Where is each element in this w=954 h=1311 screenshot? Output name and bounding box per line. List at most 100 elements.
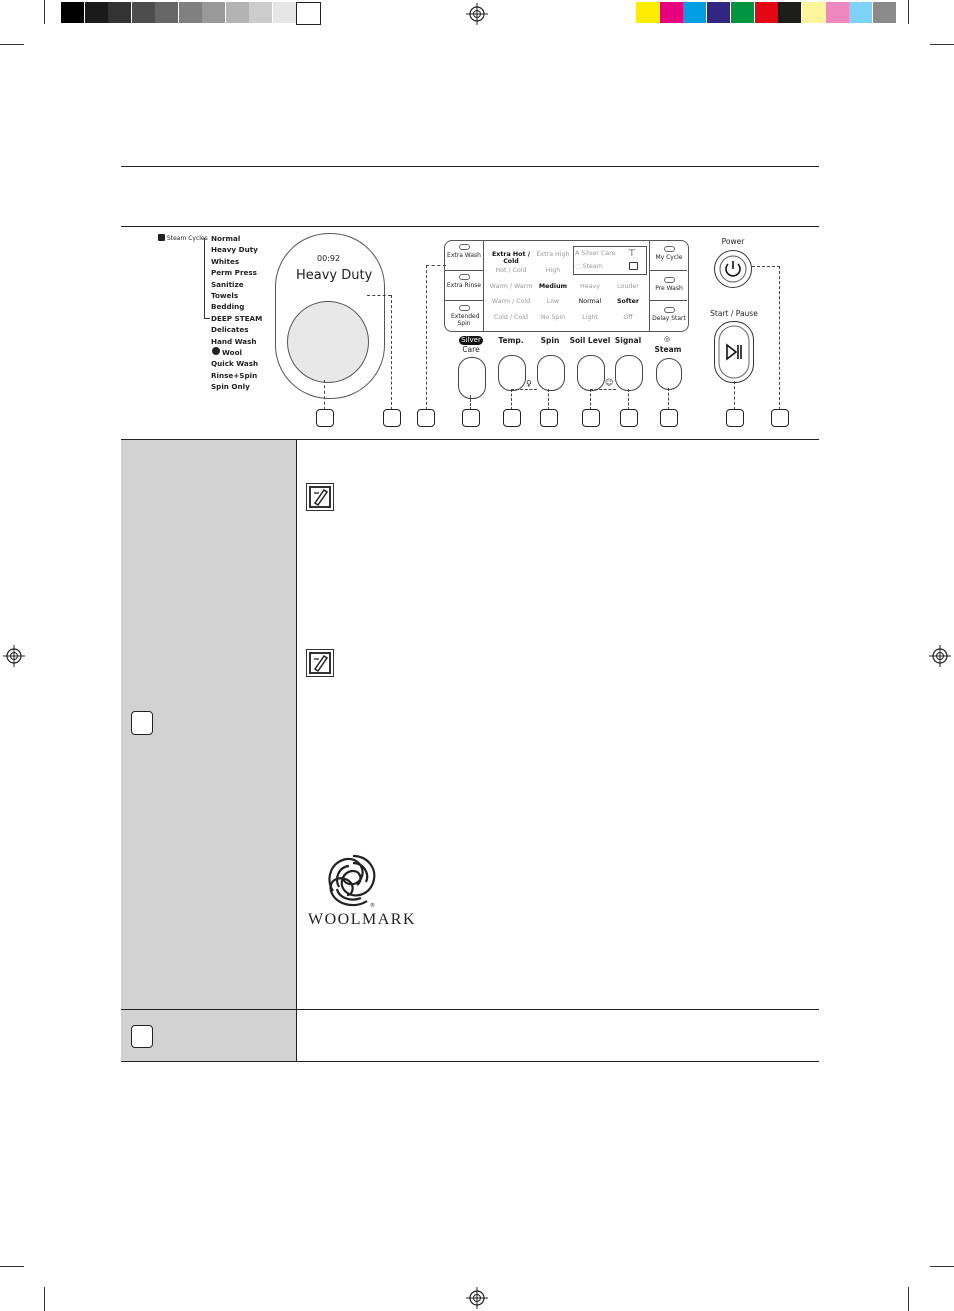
spin-button[interactable] [537,355,565,391]
silver-care-status: A Silver Care [575,250,616,257]
spin-option: High [545,267,561,274]
color-swatch [659,2,683,23]
header-rule [121,166,819,167]
steam-label: Steam [654,345,682,354]
color-swatch [683,2,707,23]
callout-box [316,409,334,427]
crop-mark [930,1266,954,1267]
cycle-selector-knob[interactable] [287,301,369,383]
gray-swatch [202,2,225,23]
table-rule [121,439,819,440]
child-lock-icon: ♀ [526,379,532,388]
options-display-panel [444,240,689,332]
callout-box [417,409,435,427]
gray-swatch [131,2,155,23]
crop-mark [908,1287,909,1311]
cycle-item: Bedding [211,302,245,312]
color-swatch [707,2,731,23]
callout-box [582,409,600,427]
cycle-item: Delicates [211,325,249,335]
extra-wash-button[interactable]: Extra Wash [445,244,483,259]
spin-option: Low [546,298,560,305]
led-indicator [663,246,675,252]
crop-mark [44,1287,45,1311]
gray-swatch [272,2,296,23]
crop-mark [930,44,954,45]
gray-swatch [61,2,84,23]
cycle-item: Towels [211,291,239,300]
color-swatch [849,2,873,23]
panel-divider [649,240,650,331]
row-number-box [131,711,153,735]
start-pause-button[interactable] [714,321,754,383]
power-button[interactable] [714,250,752,288]
callout-box [660,409,678,427]
my-cycle-button[interactable]: My Cycle [650,246,688,261]
soil-option: Normal [578,298,602,305]
silver-badge: Silver [459,336,483,345]
note-icon [306,483,334,511]
sound-icon: ☺ [605,378,614,387]
pair-connector [511,389,537,390]
temp-button[interactable] [498,355,526,391]
callout-line [324,380,325,410]
color-swatch [636,2,659,23]
panel-divider [444,300,484,301]
woolmark-logo-icon [328,854,376,907]
cycle-item: Normal [211,234,241,243]
status-box [573,246,647,275]
cycle-selector-dial[interactable] [275,233,385,399]
gray-swatch [178,2,202,23]
led-indicator [458,274,470,280]
callout-line [426,265,427,410]
temp-label: Temp. [498,336,524,345]
gray-swatch [155,2,178,23]
callout-line [470,395,471,410]
steam-button[interactable] [656,358,682,390]
crop-mark [908,0,909,24]
steam-cycles-label: Steam Cycles [158,234,208,242]
soil-level-button[interactable] [577,355,605,391]
signal-button[interactable] [615,355,643,391]
led-indicator [458,305,470,311]
signal-label: Signal [614,336,642,345]
led-indicator [663,277,675,283]
header-rule [121,226,819,227]
display-time: 00:92 [317,254,341,263]
extended-spin-button[interactable]: Extended Spin [445,305,483,327]
table-divider [296,440,297,1061]
cycle-item: Spin Only [211,382,250,392]
callout-line [548,389,549,410]
callout-line [668,388,669,410]
callout-line [779,266,780,410]
callout-box [726,409,744,427]
silver-care-button[interactable] [458,357,486,399]
faucet-icon: ⊤ [628,249,636,259]
steam-status: ◌ Steam [575,263,603,270]
signal-option: Softer [617,298,639,305]
power-icon [719,255,747,283]
cycle-item: Wool [222,348,243,357]
signal-option: Louder [617,283,639,290]
registration-mark-icon [3,645,25,667]
cycle-item: DEEP STEAM [211,313,263,323]
steam-icon: ◎ [664,335,671,343]
registration-mark-icon [929,645,951,667]
callout-box [462,409,480,427]
spin-option: No Spin [540,314,566,321]
soil-option: Light [582,314,598,321]
color-swatch [754,2,778,23]
extra-rinse-button[interactable]: Extra Rinse [445,274,483,289]
registered-mark: ® [370,903,375,909]
delay-start-button[interactable]: Delay Start [650,307,688,322]
panel-divider [483,240,484,331]
temp-option: Cold / Cold [493,314,529,321]
crop-mark [0,1266,24,1267]
cycle-item: Quick Wash [211,359,259,369]
pre-wash-button[interactable]: Pre Wash [650,277,688,292]
note-icon [306,649,334,677]
signal-option: Off [623,314,633,321]
spin-label: Spin [540,336,560,345]
callout-line [628,389,629,410]
cycle-item: Hand Wash [211,336,257,346]
